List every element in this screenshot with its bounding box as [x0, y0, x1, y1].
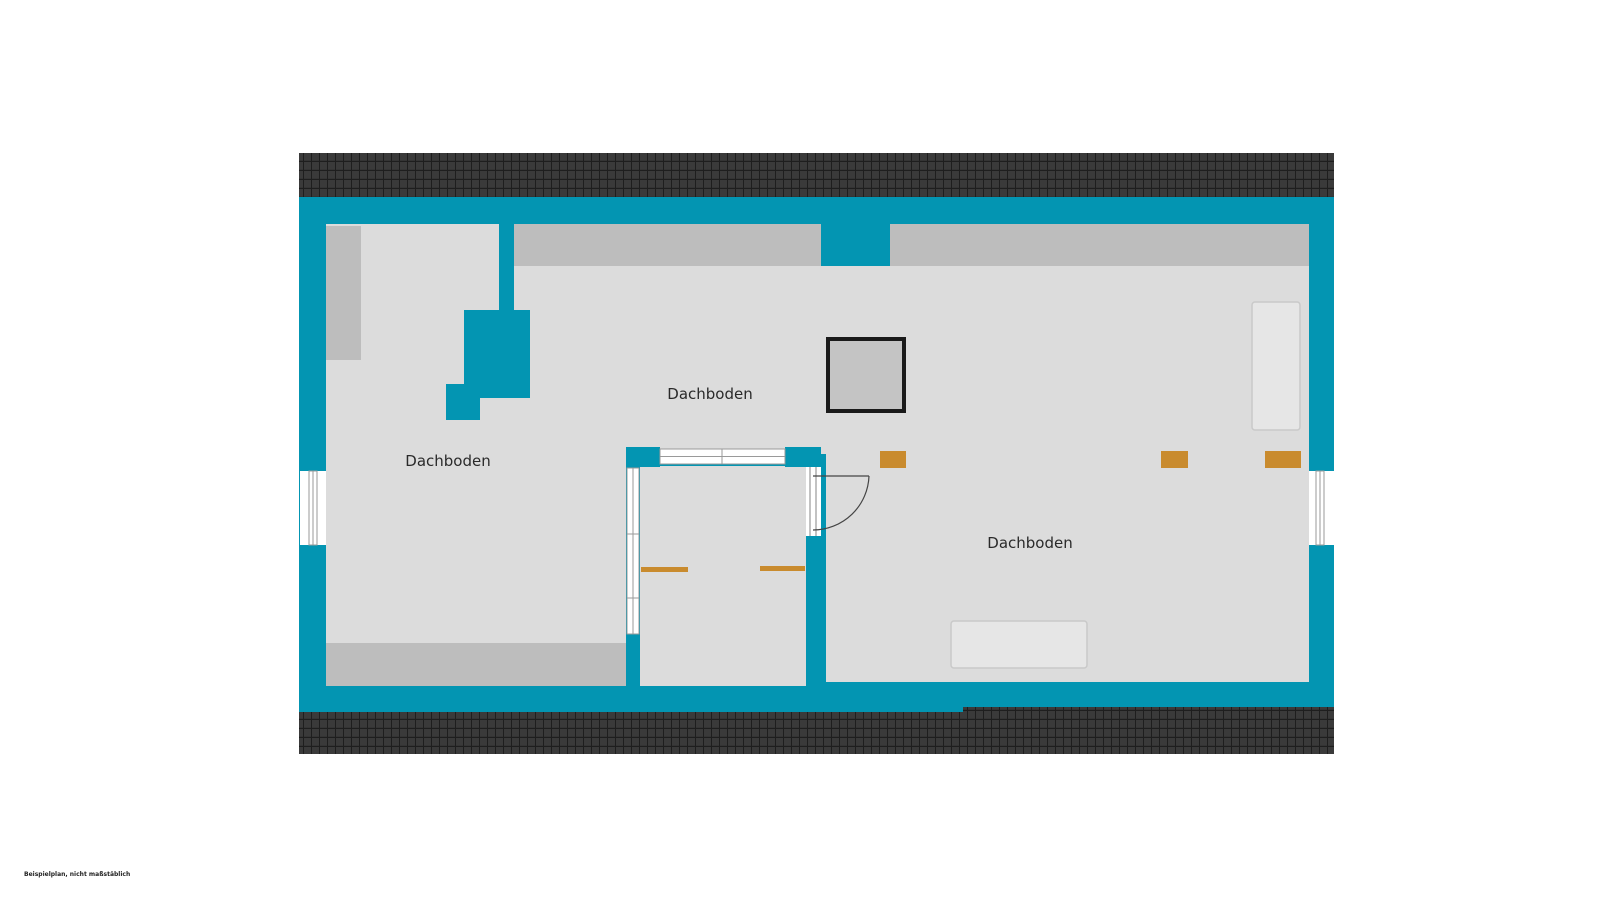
roof-hatch-icon [826, 337, 906, 413]
chimney-block [446, 310, 530, 420]
fixture-panel [1251, 301, 1301, 431]
room-label-left: Dachboden [405, 452, 490, 470]
window-icon [659, 448, 786, 465]
room-floor-hall [640, 466, 806, 686]
beam [760, 566, 805, 571]
room-label-right: Dachboden [987, 534, 1072, 552]
wall-segment [785, 447, 821, 467]
slope-zone [890, 224, 1309, 266]
slope-zone [514, 224, 821, 266]
room-label-center: Dachboden [667, 385, 752, 403]
slope-zone [326, 226, 361, 360]
beam [1161, 451, 1188, 468]
window-icon [300, 470, 326, 546]
beams [641, 451, 1301, 572]
slope-zone [326, 643, 626, 686]
plan-footnote: Beispielplan, nicht maßstäblich [24, 871, 131, 878]
wall-segment [499, 224, 514, 312]
wall-segment [806, 536, 821, 686]
window-icon [626, 467, 640, 635]
roof-tiles-top [299, 153, 1334, 200]
fixture-panel [950, 620, 1088, 669]
wall-segment [821, 224, 890, 266]
beam [1265, 451, 1301, 468]
door-swing-icon [806, 467, 870, 536]
wall-segment [821, 682, 1309, 686]
beam [880, 451, 906, 468]
slope-zones [326, 224, 1309, 686]
beam [641, 567, 688, 572]
floor-areas [326, 224, 1309, 686]
roof-tiles-bottom [299, 706, 1334, 754]
window-icon [1309, 470, 1334, 546]
